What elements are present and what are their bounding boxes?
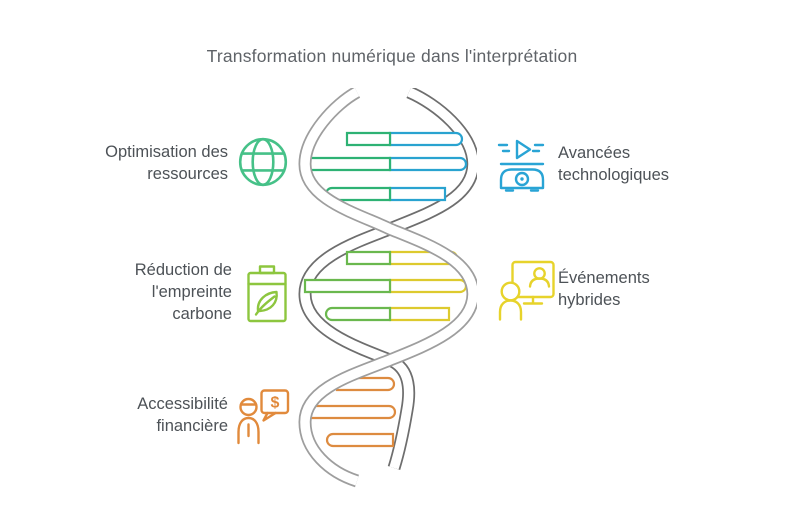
page-title: Transformation numérique dans l'interpré… <box>206 46 578 66</box>
projector-lens-dot <box>520 177 524 181</box>
helix-front-strand-core <box>300 88 477 486</box>
label-accessibilite-financiere: Accessibilité financière <box>137 395 228 435</box>
helix-rungs-section-3 <box>303 376 397 448</box>
globe-icon <box>238 137 288 187</box>
projector-video-icon <box>497 139 545 192</box>
rung-right <box>388 306 451 322</box>
label-avancees-technologiques: Avancées technologiques <box>558 144 670 184</box>
dollar-symbol: $ <box>271 395 280 412</box>
rung-right <box>388 131 464 147</box>
battery-leaf-icon <box>247 265 287 323</box>
rung-left <box>324 306 392 322</box>
rung-left <box>303 278 392 294</box>
money-chat-person-icon: $ <box>237 389 290 445</box>
label-optimisation-ressources: Optimisation des ressources <box>105 143 228 183</box>
rung-right <box>388 186 447 202</box>
dna-helix-graphic <box>298 88 477 488</box>
rung <box>325 432 395 448</box>
helix-back-strand-core <box>300 88 477 470</box>
rung-right <box>388 156 468 172</box>
rung-left <box>345 250 392 266</box>
rung-right <box>388 278 468 294</box>
rung-left <box>345 131 392 147</box>
rung <box>303 404 397 420</box>
hybrid-person-screen-icon <box>498 260 555 321</box>
helix-rungs-section-1 <box>303 131 468 202</box>
label-reduction-empreinte-carbone: Réduction de l'empreinte carbone <box>134 261 232 323</box>
rung-left <box>303 156 392 172</box>
label-evenements-hybrides: Événements hybrides <box>558 269 650 309</box>
